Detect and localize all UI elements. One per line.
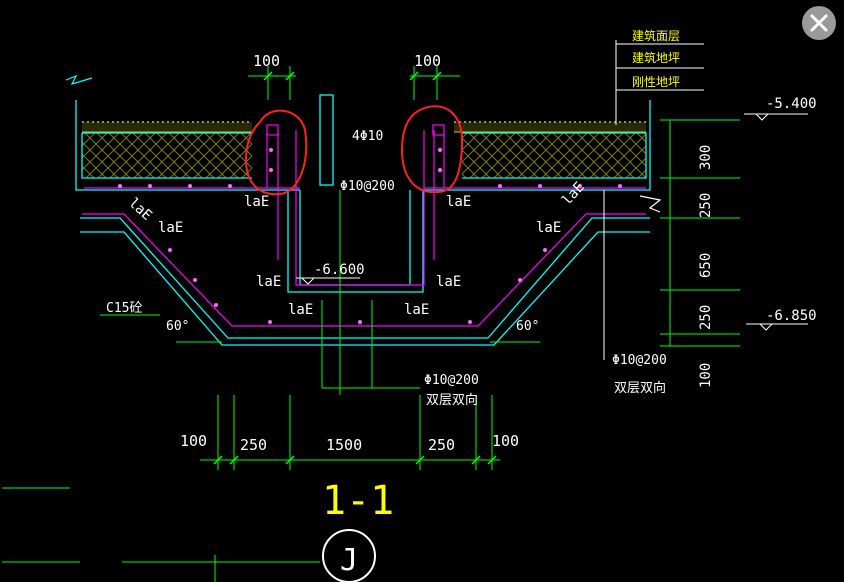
concrete-outline (75, 94, 651, 346)
rebar-phi10-200-right: Φ10@200 (612, 353, 667, 368)
lae-label-1: laE (244, 194, 269, 210)
double-layer-bottom: 双层双向 (426, 392, 478, 408)
dimension-ticks (213, 71, 497, 465)
double-layer-right: 双层双向 (614, 380, 666, 396)
lae-label-8: laE (404, 302, 429, 318)
legend-item-1: 建筑面层 (632, 28, 680, 43)
lae-label-10: laE (559, 179, 588, 209)
angle-right: 60° (516, 319, 539, 334)
angle-left: 60° (166, 319, 189, 334)
dim-v-250-a: 250 (698, 193, 714, 218)
rebar-phi10-200-bottom: Φ10@200 (424, 373, 479, 388)
slab-left (82, 133, 252, 178)
dim-bottom-100-right: 100 (492, 432, 519, 450)
break-line-left (65, 74, 93, 85)
lae-label-6: laE (436, 274, 461, 290)
dim-top-right: 100 (414, 52, 441, 70)
section-title: 1-1 (322, 478, 394, 524)
section-marker-label: J (340, 543, 358, 578)
legend-item-2: 建筑地坪 (632, 50, 680, 65)
dim-v-300: 300 (698, 145, 714, 170)
lae-label-3: laE (158, 220, 183, 236)
rebar-dots (118, 148, 622, 324)
section-marker (322, 529, 376, 582)
close-icon (810, 14, 828, 32)
close-button[interactable] (802, 6, 836, 40)
c15-label: C15砼 (106, 301, 142, 316)
elevation-2: -6.600 (314, 262, 365, 278)
break-line-right (639, 195, 662, 213)
elevation-1: -5.400 (766, 96, 817, 112)
elevation-3: -6.850 (766, 308, 817, 324)
rebar-4phi10: 4Φ10 (352, 129, 383, 144)
annotation-circle-left (244, 109, 308, 196)
lae-label-7: laE (288, 302, 313, 318)
slab-right (462, 133, 646, 178)
elevation-markers (296, 113, 808, 331)
dimension-lines (2, 66, 740, 582)
dim-v-650: 650 (698, 253, 714, 278)
dim-v-100: 100 (698, 363, 714, 388)
dim-bottom-250-right: 250 (428, 436, 455, 454)
dim-v-250-b: 250 (698, 305, 714, 330)
rebar-phi10-200-top: Φ10@200 (340, 179, 395, 194)
dim-bottom-250-left: 250 (240, 436, 267, 454)
legend-leader (603, 40, 704, 360)
legend-item-3: 刚性地坪 (632, 75, 680, 89)
surface-layer-right (454, 122, 646, 132)
lae-label-5: laE (256, 274, 281, 290)
annotation-circles (244, 105, 464, 196)
dim-bottom-1500: 1500 (326, 436, 362, 454)
annotation-circle-right (400, 105, 464, 194)
dim-bottom-100-left: 100 (180, 432, 207, 450)
lae-label-4: laE (536, 220, 561, 236)
surface-layer-left (82, 122, 252, 132)
dim-top-left: 100 (253, 52, 280, 70)
lae-label-2: laE (446, 194, 471, 210)
